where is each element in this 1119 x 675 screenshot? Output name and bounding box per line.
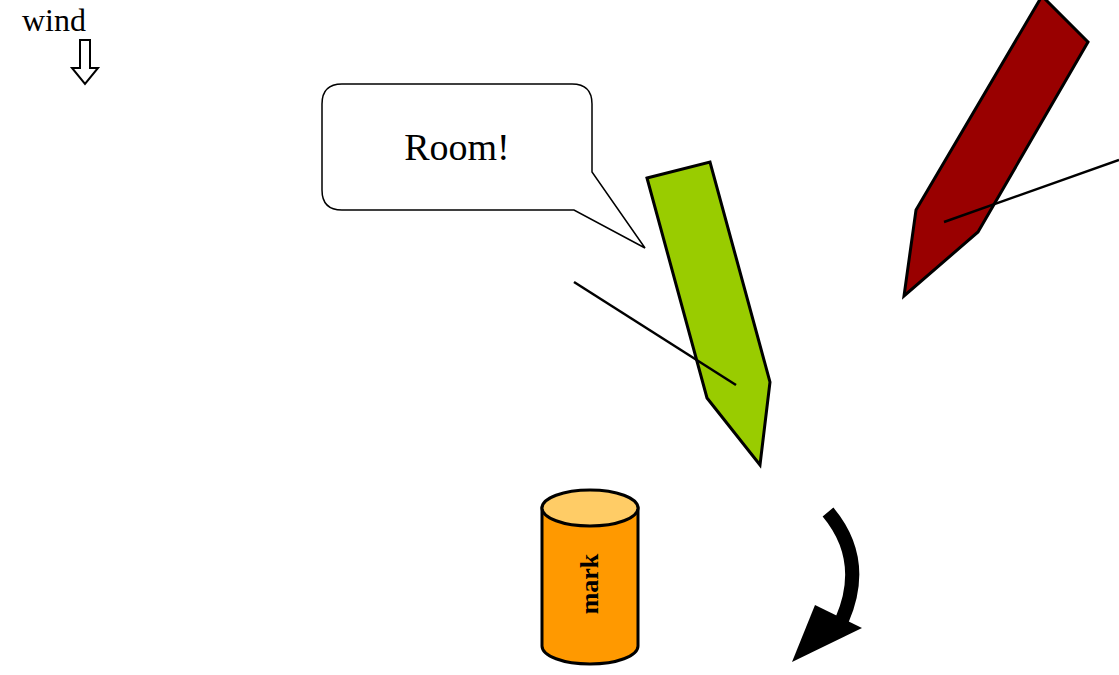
boom-line — [574, 282, 736, 385]
wind-label: wind — [22, 2, 86, 39]
red-boat — [904, 0, 1088, 296]
green-boat — [647, 162, 770, 465]
wind-arrow — [72, 40, 98, 84]
boom-line — [944, 160, 1119, 222]
bubble-outline — [322, 84, 645, 248]
speech-bubble: Room! — [322, 84, 592, 210]
rounding-arrow-head — [792, 605, 862, 662]
buoy-body — [542, 508, 638, 664]
mark-label: mark — [575, 554, 605, 615]
callout-text: Room! — [322, 84, 592, 210]
rounding-arrow — [828, 512, 852, 620]
buoy-top — [542, 490, 638, 526]
mark-buoy: mark — [540, 488, 640, 668]
